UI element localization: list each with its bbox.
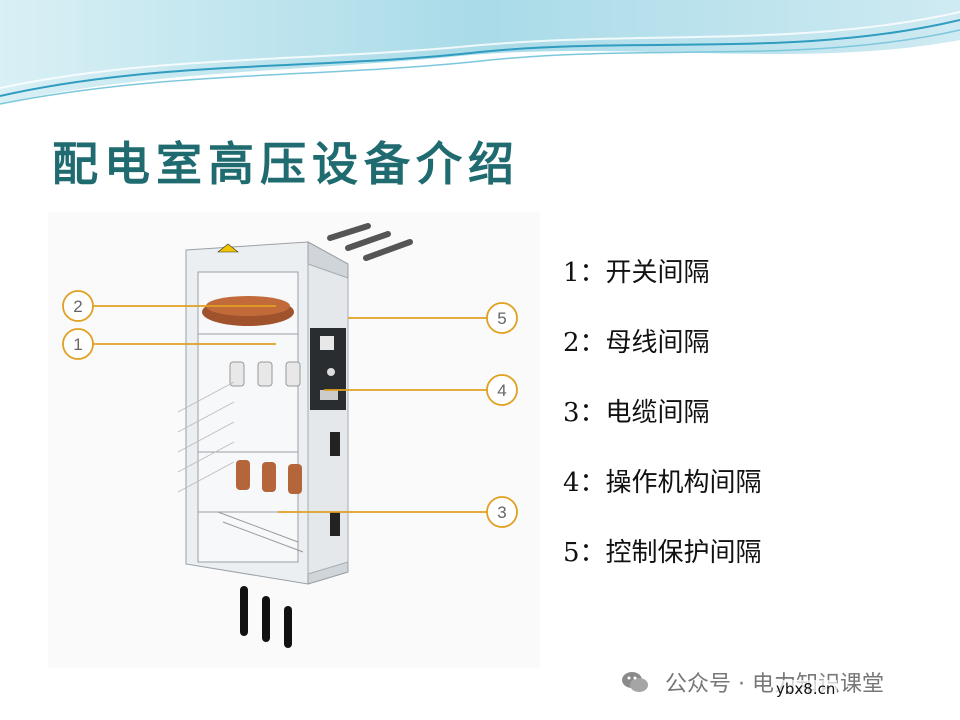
legend-number: 1： xyxy=(563,258,606,288)
legend-label: 控制保护间隔 xyxy=(605,538,762,568)
callout-1: 1 xyxy=(73,335,82,354)
legend-item: 2：母线间隔 xyxy=(563,322,762,392)
callout-3-circle xyxy=(486,496,518,528)
busbar-compartment xyxy=(202,296,294,326)
callout-5: 5 xyxy=(497,309,506,328)
callout-2-circle xyxy=(62,290,94,322)
wechat-icon xyxy=(622,672,648,692)
legend-label: 操作机构间隔 xyxy=(605,468,762,498)
legend-label: 开关间隔 xyxy=(605,258,710,288)
slide-title: 配电室高压设备介绍 xyxy=(52,137,520,191)
footer-watermark: 公众号 · 电力知识课堂 ybx8.cn xyxy=(620,666,950,702)
legend-item: 5：控制保护间隔 xyxy=(563,532,762,602)
callout-4: 4 xyxy=(497,381,506,400)
legend-number: 3： xyxy=(563,398,606,428)
bottom-cables xyxy=(240,586,292,648)
breaker-poles xyxy=(229,361,301,387)
legend-label: 母线间隔 xyxy=(605,328,710,358)
callout-2: 2 xyxy=(73,297,82,316)
cable-terminations xyxy=(217,460,304,553)
legend-item: 1：开关间隔 xyxy=(563,252,762,322)
legend-number: 4： xyxy=(563,468,606,498)
legend-item: 4：操作机构间隔 xyxy=(563,462,762,532)
callout-3: 3 xyxy=(497,503,506,522)
header-wave xyxy=(0,0,960,105)
top-busbar-rods xyxy=(327,223,413,261)
legend-label: 电缆间隔 xyxy=(605,398,710,428)
site-watermark: ybx8.cn xyxy=(774,680,838,698)
legend-list: 1：开关间隔 2：母线间隔 3：电缆间隔 4：操作机构间隔 5：控制保护间隔 xyxy=(563,252,762,602)
legend-number: 2： xyxy=(563,328,606,358)
callout-4-circle xyxy=(486,374,518,406)
callout-1-circle xyxy=(62,328,94,360)
switchgear-diagram: 2 1 5 4 3 xyxy=(48,212,540,668)
legend-number: 5： xyxy=(563,538,606,568)
front-panel xyxy=(217,243,349,575)
legend-item: 3：电缆间隔 xyxy=(563,392,762,462)
callout-5-circle xyxy=(486,302,518,334)
